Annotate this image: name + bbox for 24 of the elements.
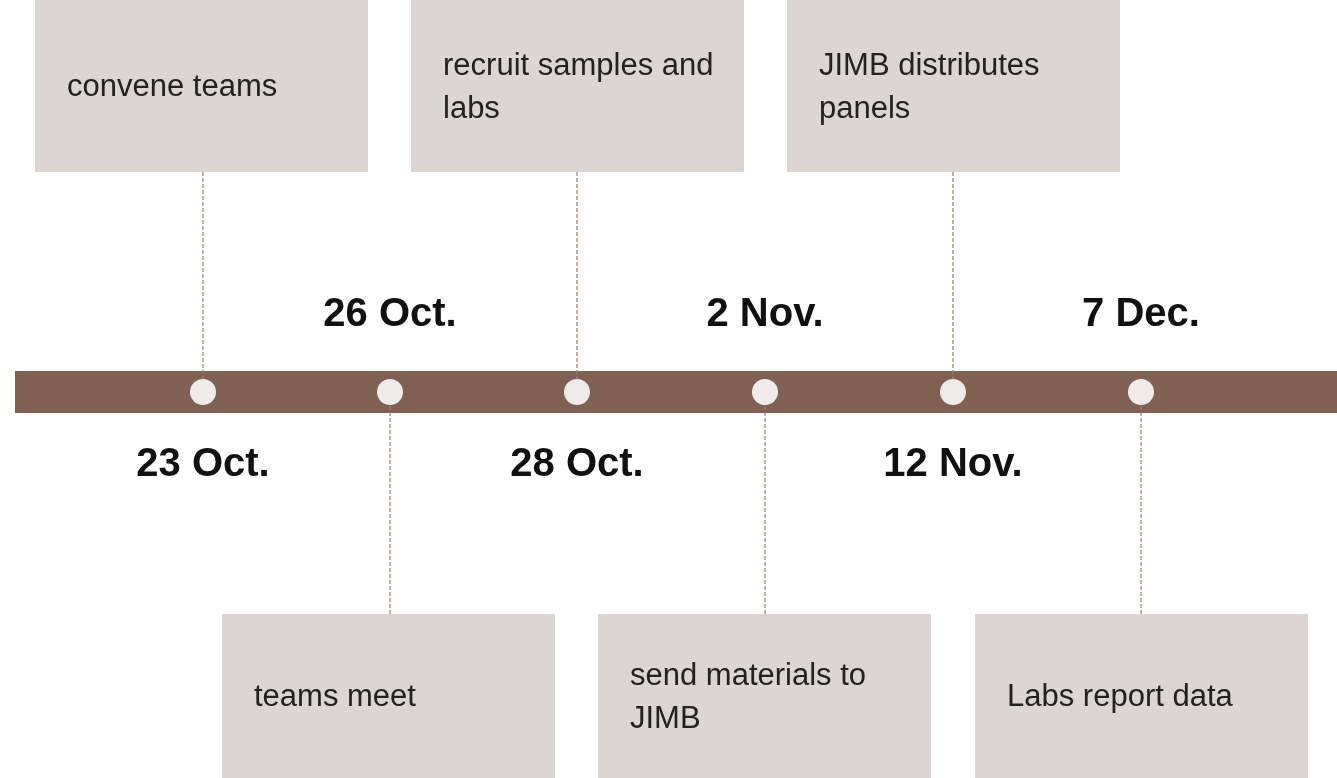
- leader-line: [764, 404, 766, 615]
- event-text: teams meet: [254, 677, 416, 716]
- leader-line: [952, 171, 954, 380]
- event-text: recruit samples and labs: [443, 45, 715, 127]
- event-box: [598, 614, 931, 778]
- date-label: 2 Nov.: [706, 290, 824, 335]
- event-box: [975, 614, 1308, 778]
- date-label: 12 Nov.: [883, 440, 1023, 485]
- event-text: convene teams: [67, 67, 278, 106]
- event-text: Labs report data: [1007, 677, 1233, 716]
- leader-line: [389, 404, 391, 615]
- event-box: [222, 614, 555, 778]
- leader-line: [202, 171, 204, 380]
- event-box: [411, 0, 744, 172]
- leader-line: [576, 171, 578, 380]
- event-text: JIMB distributes panels: [819, 45, 1041, 127]
- leader-line: [1140, 404, 1142, 615]
- date-label: 23 Oct.: [136, 440, 270, 485]
- date-label: 7 Dec.: [1082, 290, 1200, 335]
- event-text: send materials to JIMB: [630, 655, 868, 737]
- event-box: [35, 0, 368, 172]
- date-label: 26 Oct.: [323, 290, 457, 335]
- date-label: 28 Oct.: [510, 440, 644, 485]
- event-box: [787, 0, 1120, 172]
